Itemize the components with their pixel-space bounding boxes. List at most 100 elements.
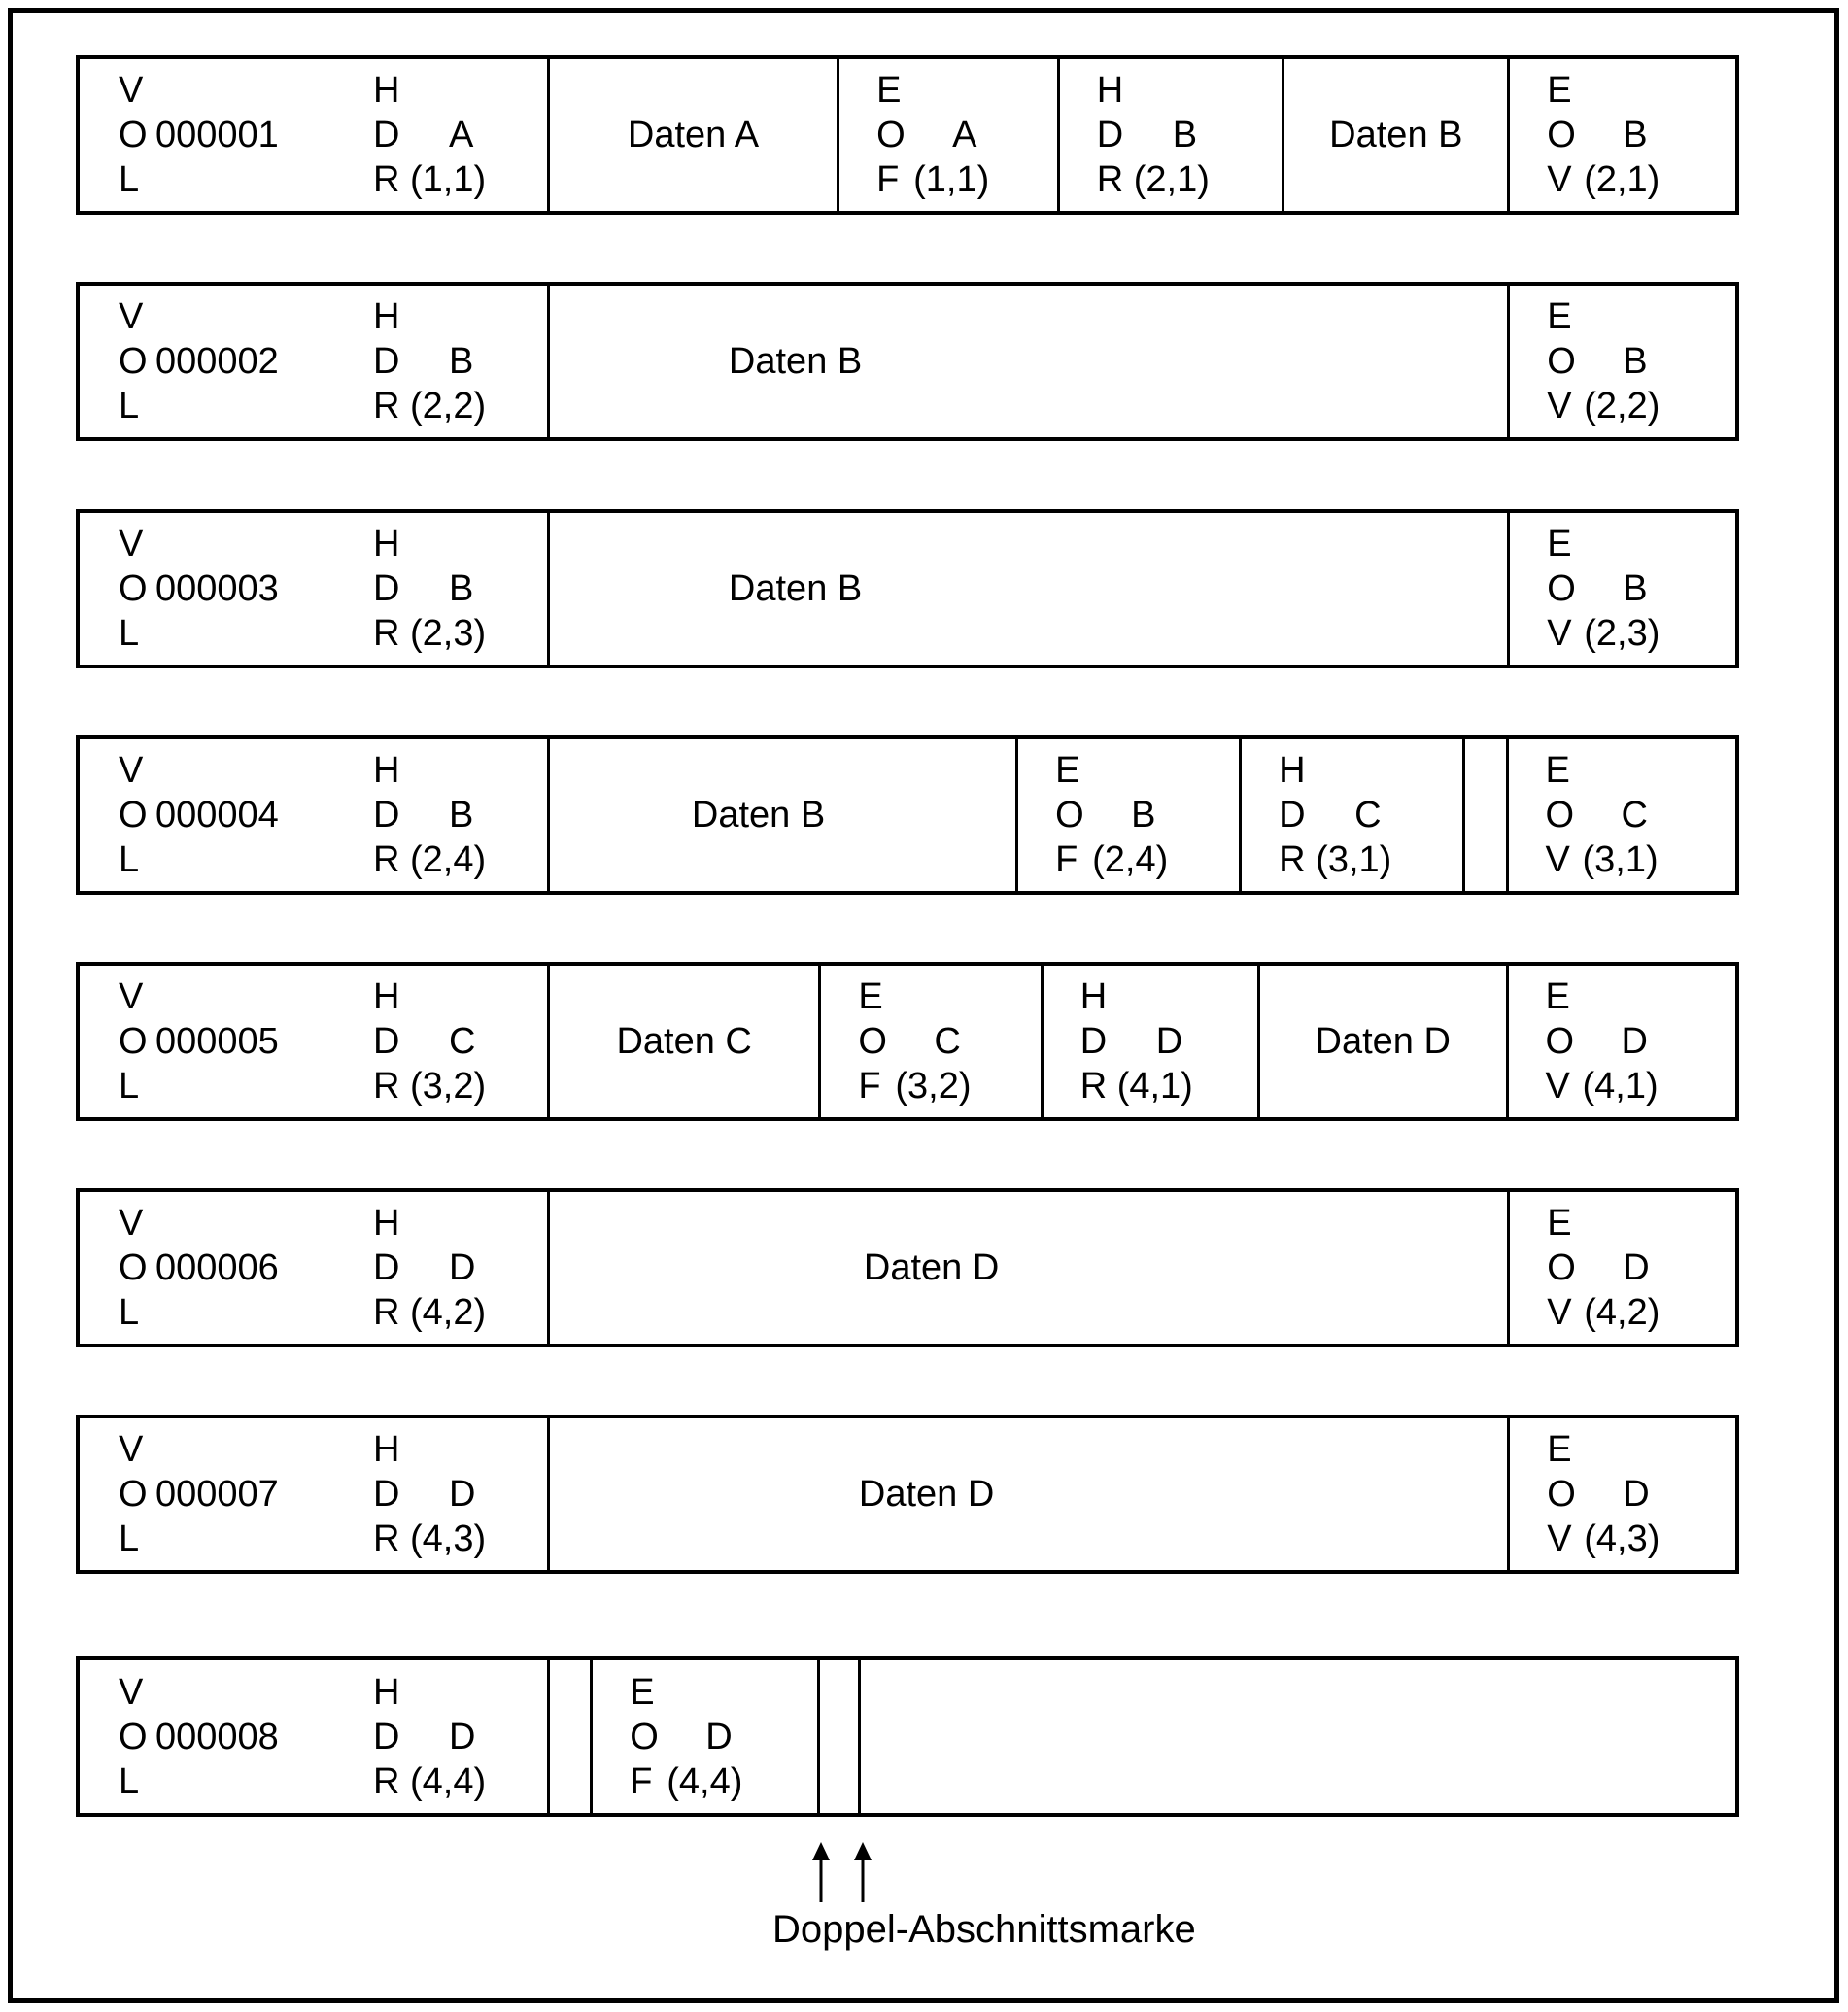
data-section-cell: Daten B: [550, 513, 1511, 665]
label-line: V: [119, 1429, 144, 1470]
label-line: L: [119, 839, 140, 880]
label-line: E: [858, 976, 883, 1017]
label-line: V(4,3): [1547, 1518, 1660, 1559]
label-line: R(4,3): [373, 1518, 487, 1559]
data-section-cell: Daten C: [550, 966, 822, 1117]
label-line: V(4,1): [1545, 1066, 1659, 1107]
data-section-cell: Daten B: [550, 739, 1019, 891]
label-line: V: [119, 1203, 144, 1244]
label-line: E: [1547, 70, 1572, 111]
label-line: R(3,1): [1279, 839, 1392, 880]
label-line: H: [373, 1671, 400, 1713]
label-line: R(2,2): [373, 386, 487, 426]
label-line: V: [119, 70, 144, 111]
label-line: L: [119, 1292, 140, 1333]
double-section-mark-caption: Doppel-Abschnittsmarke: [772, 1908, 1196, 1951]
label-line: R(4,1): [1079, 1066, 1193, 1107]
label-line: V(3,1): [1545, 839, 1659, 880]
label-line: R(2,3): [373, 613, 487, 654]
up-arrow-icon: [854, 1842, 872, 1902]
label-line: L: [119, 1066, 140, 1107]
label-line: H: [1096, 70, 1124, 111]
label-line: R(4,2): [373, 1292, 487, 1333]
label-line: V: [119, 976, 144, 1017]
label-line: V(2,1): [1547, 159, 1660, 200]
label-line: F(4,4): [630, 1760, 743, 1802]
label-line: H: [1079, 976, 1108, 1017]
label-line: H: [373, 976, 400, 1017]
label-line: L: [119, 1518, 140, 1559]
label-line: H: [373, 296, 400, 337]
label-line: R(4,4): [373, 1760, 487, 1802]
label-line: R(2,1): [1096, 159, 1210, 200]
label-line: E: [1545, 976, 1570, 1017]
data-section-label: Daten B: [1329, 115, 1463, 155]
label-line: L: [119, 613, 140, 654]
label-line: V: [119, 524, 144, 564]
section-mark-cell: [1465, 739, 1509, 891]
label-line: E: [1547, 1429, 1572, 1470]
section-mark-cell: [550, 1660, 594, 1813]
label-line: H: [373, 70, 400, 111]
label-line: E: [1545, 750, 1570, 791]
label-line: H: [373, 524, 400, 564]
data-section-cell: Daten A: [550, 59, 840, 211]
label-line: L: [119, 386, 140, 426]
